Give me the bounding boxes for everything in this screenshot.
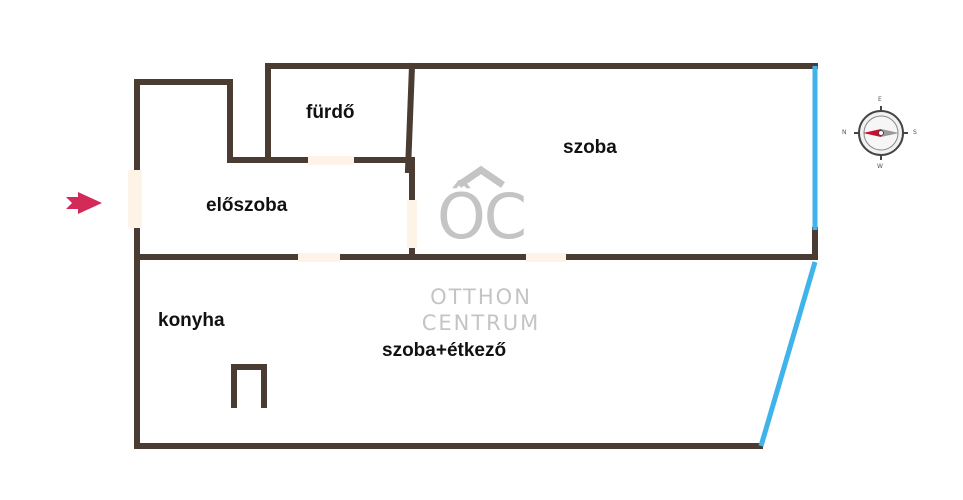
room-label-hall: előszoba — [206, 195, 288, 216]
logo-mark: ÔC — [437, 180, 527, 253]
compass-icon — [854, 106, 908, 160]
logo-line-2: CENTRUM — [421, 311, 541, 335]
logo-hat — [457, 165, 505, 188]
compass-letter-e: E — [878, 96, 882, 103]
logo-line-1: OTTHON — [430, 285, 532, 309]
bathroom-wall — [265, 63, 818, 163]
room-door — [407, 200, 417, 248]
room-label-living-dining: szoba+étkező — [382, 340, 507, 361]
living-door — [526, 253, 566, 262]
door-openings — [128, 156, 566, 262]
hall-outer-wall — [134, 79, 763, 449]
living-window — [758, 261, 818, 447]
kitchen-door — [298, 253, 340, 262]
room-label-room: szoba — [563, 137, 617, 158]
compass-letter-w: W — [877, 163, 883, 170]
compass-letter-s: S — [913, 129, 917, 136]
room-label-kitchen: konyha — [158, 310, 225, 331]
windows — [758, 66, 818, 447]
entrance-arrow-icon — [66, 192, 102, 214]
bathroom-room-wall — [404, 62, 416, 174]
walls — [134, 62, 818, 449]
compass-letter-n: N — [842, 129, 847, 136]
bathroom-door — [308, 156, 354, 165]
stove-symbol — [231, 364, 267, 408]
entrance-door — [128, 170, 142, 228]
room-label-bathroom: fürdő — [306, 102, 355, 123]
